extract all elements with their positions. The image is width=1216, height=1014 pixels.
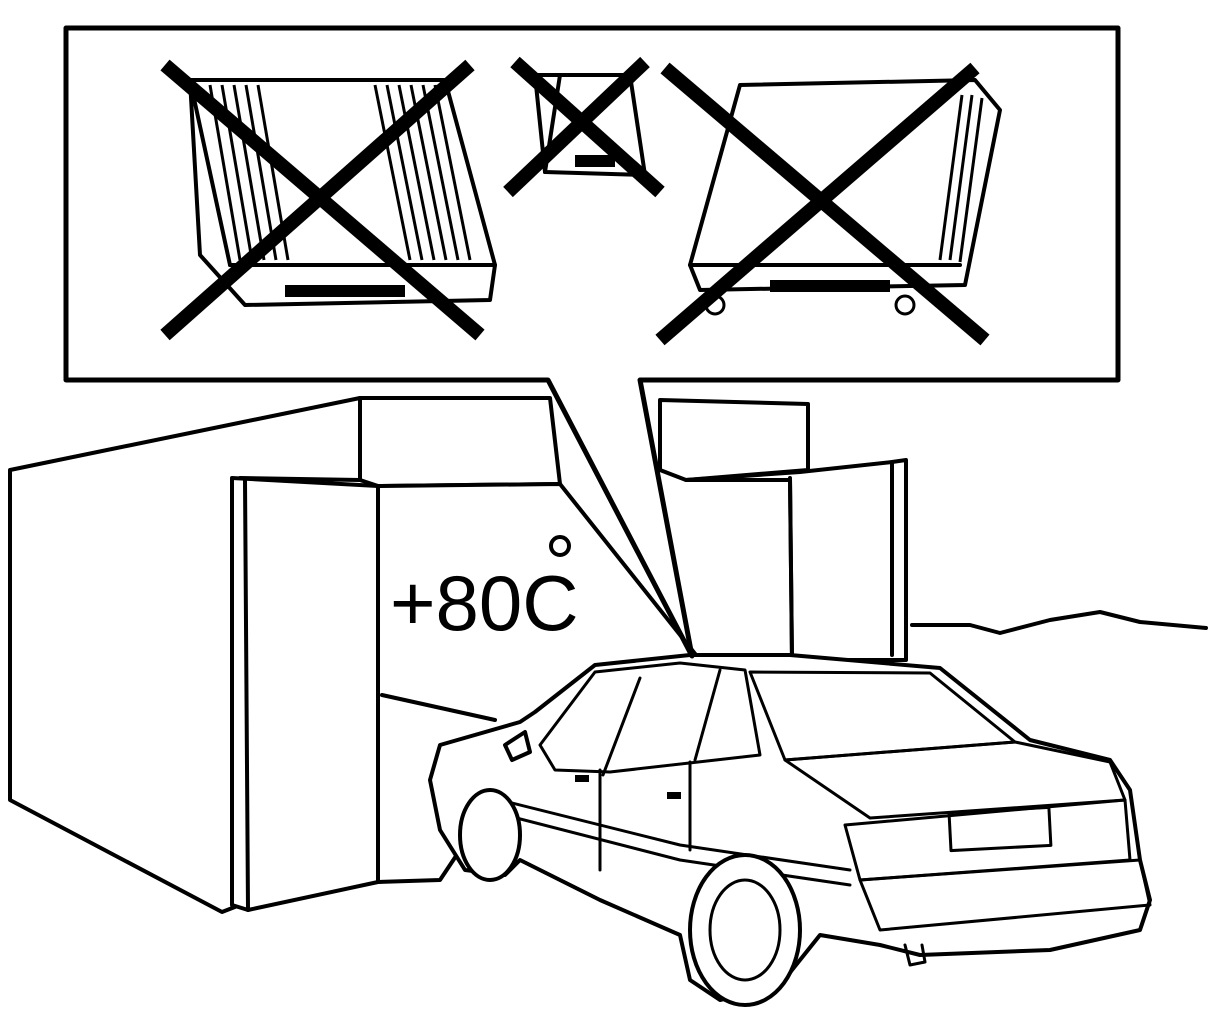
booth-door-left	[230, 476, 380, 912]
connector	[285, 285, 405, 297]
degree-symbol-icon	[549, 535, 571, 557]
car-side-molding	[498, 798, 852, 872]
car-sedan	[428, 653, 1152, 1007]
exhaust-pipe	[903, 943, 927, 967]
ground-line	[910, 610, 1208, 635]
forbidden-position-middle	[503, 56, 665, 198]
rear-wheel	[688, 853, 802, 1007]
booth-door-right	[684, 458, 908, 662]
license-plate	[947, 805, 1053, 853]
cross-mark-icon	[510, 56, 665, 198]
car-side-windows	[538, 661, 762, 774]
cross-mark-icon	[655, 62, 980, 346]
temperature-label: +80C	[390, 559, 579, 647]
forbidden-position-right	[655, 62, 1002, 346]
door-handle	[575, 775, 589, 782]
booth-roof-left	[358, 396, 562, 488]
cross-mark-icon	[160, 59, 475, 341]
connector	[770, 280, 890, 292]
heatsink-fins-icon	[938, 94, 984, 263]
door-handle	[667, 792, 681, 799]
booth-roof-right	[658, 398, 810, 482]
car-trunk	[783, 740, 1127, 820]
car-body	[428, 653, 1152, 1002]
connector	[575, 155, 615, 167]
car-rear-bumper	[858, 858, 1152, 932]
forbidden-position-left	[160, 59, 497, 341]
side-mirror	[503, 730, 532, 762]
cross-mark-icon	[503, 56, 650, 198]
temperature-indicator: +80C	[390, 535, 579, 647]
front-wheel	[458, 788, 522, 882]
